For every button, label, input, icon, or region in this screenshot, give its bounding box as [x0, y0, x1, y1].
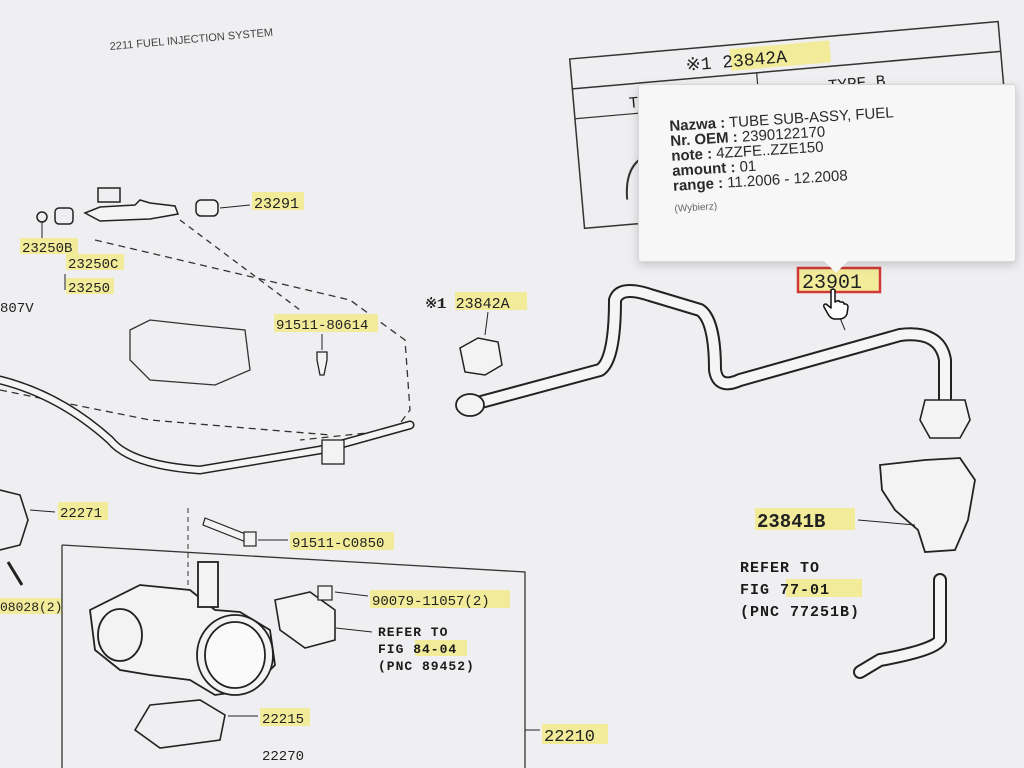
part-tooltip: Nazwa : TUBE SUB-ASSY, FUEL Nr. OEM : 23… — [638, 84, 1016, 273]
label-highlight — [290, 532, 394, 550]
part-23250[interactable]: 23250 — [68, 281, 110, 297]
quick-connector-icon — [459, 337, 503, 376]
part-22270[interactable]: 22270 — [262, 749, 304, 765]
part-23250b[interactable]: 23250B — [22, 241, 72, 257]
insulator-icon — [195, 199, 219, 217]
part-23250c[interactable]: 23250C — [68, 257, 118, 273]
part-91511-80614[interactable]: 91511-80614 — [276, 318, 368, 334]
gasket-icon — [133, 699, 226, 749]
leader-line — [839, 317, 846, 331]
refer-note-b: REFER TO FIG 77-01 (PNC 77251B) — [740, 560, 862, 621]
part-23842a[interactable]: ※1 23842A — [425, 296, 510, 313]
part-22210[interactable]: 22210 — [544, 728, 595, 747]
leader-line — [219, 204, 251, 209]
throttle-pulley — [97, 608, 143, 662]
refer-a-line2[interactable]: FIG 84-04 — [378, 642, 457, 657]
part-22215[interactable]: 22215 — [262, 712, 304, 728]
bolt-head-icon — [243, 531, 257, 547]
refer-a-line3: (PNC 89452) — [378, 659, 475, 674]
label-highlight — [755, 508, 855, 530]
cylinder-head-outline — [129, 319, 251, 386]
long-bolt-icon — [202, 517, 249, 543]
label-highlight — [66, 278, 114, 294]
label-highlight — [0, 598, 62, 614]
part-23842a-ref-mark: ※1 — [425, 297, 445, 313]
injector-group: 23291 23250B 23250C 23250 807V — [0, 187, 304, 317]
injector-connector-icon — [97, 187, 121, 203]
label-highlight — [20, 238, 78, 254]
leader-line — [29, 509, 56, 513]
diagram-title: 2211 FUEL INJECTION SYSTEM — [109, 27, 273, 53]
hose-b-inner — [855, 575, 945, 677]
bracket-icon — [879, 457, 976, 553]
part-90079-11057[interactable]: 90079-11057(2) — [372, 594, 490, 610]
part-23841b[interactable]: 23841B — [757, 511, 825, 533]
part-91511-c0850[interactable]: 91511-C0850 — [292, 536, 384, 552]
label-highlight — [415, 640, 467, 656]
fuel-rail-inner — [0, 377, 413, 474]
tooltip-arrow — [824, 261, 848, 273]
sensor-icon — [0, 489, 29, 551]
label-highlight — [370, 590, 510, 608]
fuel-tube-inner[interactable] — [465, 286, 950, 410]
part-22271[interactable]: 22271 — [60, 506, 102, 522]
label-highlight — [58, 502, 108, 520]
tooltip-range-label: range : — [672, 174, 724, 195]
refer-b-line2[interactable]: FIG 77-01 — [740, 582, 830, 599]
label-highlight — [66, 254, 124, 270]
leader-line — [334, 591, 369, 597]
bolt-icon — [316, 351, 328, 376]
throttle-bore-inner — [204, 621, 266, 689]
dashed-outline — [94, 239, 411, 441]
rail-clamp-icon — [321, 439, 345, 465]
type-table-row-line — [572, 50, 1001, 90]
label-highlight — [260, 708, 310, 726]
part-23901[interactable]: 23901 — [802, 272, 862, 295]
throttle-pipe — [197, 561, 219, 608]
refer-a-line1: REFER TO — [378, 625, 448, 640]
tooltip-rows: Nazwa : TUBE SUB-ASSY, FUEL Nr. OEM : 23… — [669, 104, 899, 217]
label-highlight — [455, 292, 527, 310]
part-23291[interactable]: 23291 — [254, 196, 299, 213]
dashed-leader — [179, 219, 301, 311]
refer-note-a: REFER TO FIG 84-04 (PNC 89452) — [378, 625, 475, 674]
seal-icon — [54, 207, 74, 225]
hand-cursor-icon — [823, 288, 849, 320]
label-highlight — [542, 724, 608, 744]
position-sensor-icon — [274, 591, 336, 649]
throttle-body-icon — [89, 561, 276, 696]
injector-icon — [83, 199, 180, 222]
o-ring-icon — [36, 211, 48, 223]
tube-elbow-fitting-icon — [919, 399, 971, 439]
type-table-ref[interactable]: ※1 23842A — [685, 48, 788, 77]
refer-b-line1: REFER TO — [740, 560, 820, 577]
refer-b-line3: (PNC 77251B) — [740, 604, 860, 621]
leader-line — [857, 519, 916, 526]
label-highlight — [786, 579, 862, 597]
part-08028[interactable]: 08028(2) — [0, 600, 62, 615]
tube-end-fitting-icon — [455, 393, 485, 417]
leader-line — [484, 311, 489, 336]
screw-icon — [317, 585, 333, 601]
label-highlight — [252, 192, 304, 210]
part-807v[interactable]: 807V — [0, 301, 34, 317]
throttle-box-outline — [61, 544, 526, 768]
label-highlight — [274, 314, 378, 332]
throttle-body-box — [61, 544, 526, 768]
type-table-ref-highlight — [729, 40, 831, 71]
stud-icon — [6, 561, 24, 586]
leader-line — [335, 627, 373, 633]
